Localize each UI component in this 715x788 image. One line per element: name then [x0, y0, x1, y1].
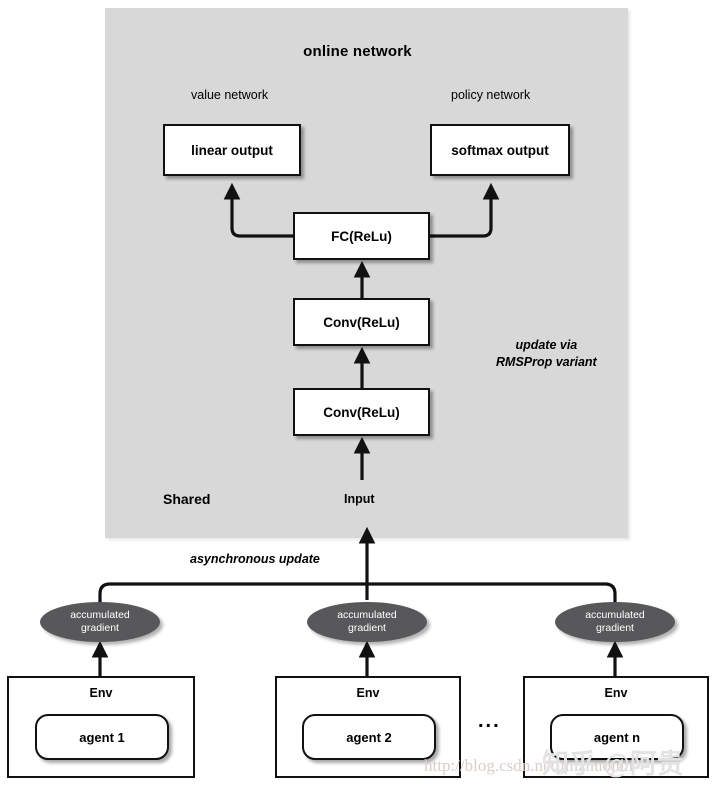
- node-conv-relu-lower[interactable]: Conv(ReLu): [293, 388, 430, 436]
- accumulated-gradient-2[interactable]: accumulated gradient: [307, 602, 427, 642]
- shared-label: Shared: [163, 491, 211, 507]
- online-network-panel: [105, 8, 628, 538]
- gradient-label-line2: gradient: [596, 622, 634, 634]
- watermark-zhihu: 知乎 @阿贵: [542, 749, 684, 779]
- node-softmax-output[interactable]: softmax output: [430, 124, 570, 176]
- value-network-label: value network: [191, 88, 269, 102]
- input-label: Input: [344, 492, 375, 506]
- node-fc-relu[interactable]: FC(ReLu): [293, 212, 430, 260]
- agent-box-1[interactable]: agent 1: [35, 714, 169, 760]
- env-label-2: Env: [356, 686, 380, 700]
- watermark-url: http://blog.csdn.net/jinzhuojun: [424, 756, 633, 775]
- gradient-label-line2: gradient: [348, 622, 386, 634]
- node-conv-relu-upper[interactable]: Conv(ReLu): [293, 298, 430, 346]
- env-label-1: Env: [89, 686, 113, 700]
- gradient-label-line1: accumulated: [70, 609, 130, 621]
- env-box-2[interactable]: Env agent 2: [275, 676, 461, 778]
- update-note-line1: update via: [515, 338, 578, 352]
- env-box-1[interactable]: Env agent 1: [7, 676, 195, 778]
- gradient-label-line1: accumulated: [337, 609, 397, 621]
- agent-box-3[interactable]: agent n: [550, 714, 684, 760]
- node-linear-output[interactable]: linear output: [163, 124, 301, 176]
- update-note-line2: RMSProp variant: [496, 355, 597, 369]
- env-box-3[interactable]: Env agent n: [523, 676, 709, 778]
- gradient-label-line2: gradient: [81, 622, 119, 634]
- accumulated-gradient-1[interactable]: accumulated gradient: [40, 602, 160, 642]
- gradient-label-line1: accumulated: [585, 609, 645, 621]
- policy-network-label: policy network: [451, 88, 531, 102]
- agent-box-2[interactable]: agent 2: [302, 714, 436, 760]
- accumulated-gradient-3[interactable]: accumulated gradient: [555, 602, 675, 642]
- async-update-label: asynchronous update: [190, 552, 320, 566]
- env-label-3: Env: [604, 686, 628, 700]
- ellipsis-label: ...: [478, 710, 501, 732]
- page-title: online network: [303, 43, 412, 60]
- update-note: update via RMSProp variant: [496, 337, 597, 371]
